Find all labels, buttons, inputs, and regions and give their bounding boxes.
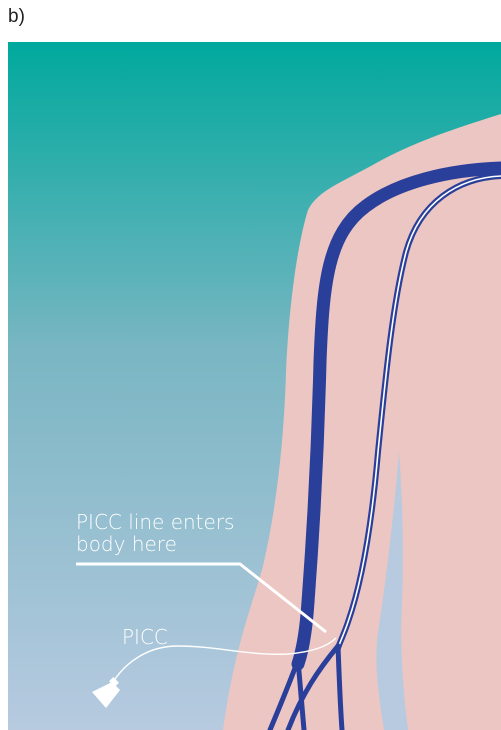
panel-label: b) <box>8 6 25 28</box>
entry-point-annotation: PICC line enters body here <box>76 511 234 555</box>
entry-annotation-line2: body here <box>76 533 234 555</box>
entry-annotation-line1: PICC line enters <box>76 511 234 533</box>
picc-label: PICC <box>122 625 168 649</box>
arm-vein-illustration <box>8 42 501 730</box>
